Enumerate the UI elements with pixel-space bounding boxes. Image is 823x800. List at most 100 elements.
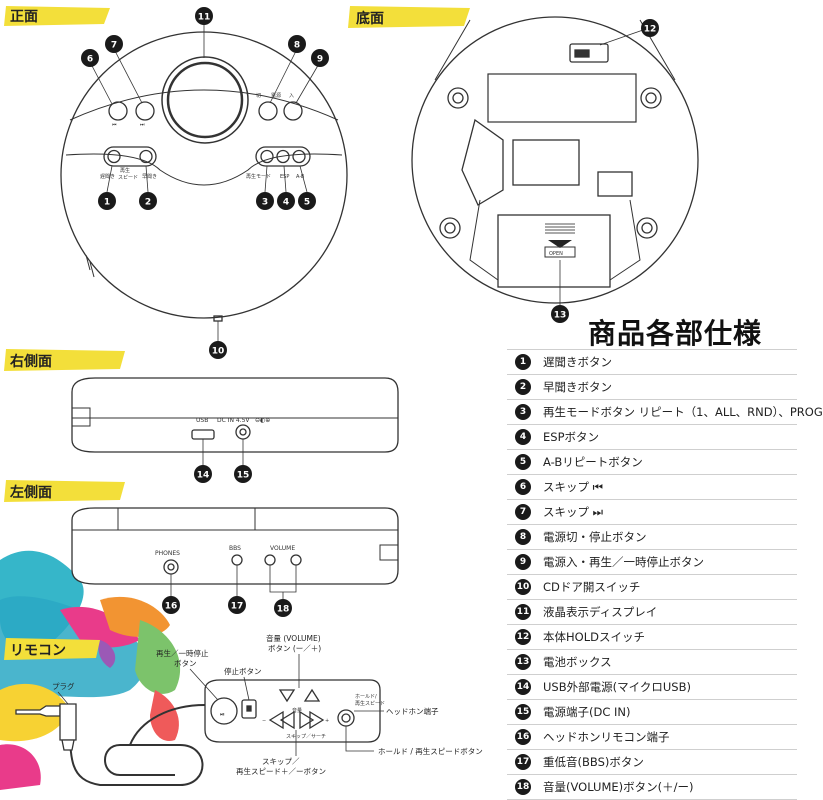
badge-8: 8 <box>288 35 306 53</box>
badge-7: 7 <box>105 35 123 53</box>
spec-number-badge: 10 <box>515 579 531 595</box>
spec-number-badge: 8 <box>515 529 531 545</box>
slow-listen-button[interactable] <box>107 149 121 164</box>
spec-label: 電源切・停止ボタン <box>543 530 647 544</box>
remote-skip-forward-button[interactable] <box>299 710 325 730</box>
spec-number-badge: 11 <box>515 604 531 620</box>
badge-2: 2 <box>139 192 157 210</box>
spec-label: 電源入・再生／一時停止ボタン <box>543 555 704 569</box>
power-on-play-button[interactable] <box>283 101 303 121</box>
svg-text:8: 8 <box>294 41 300 51</box>
spec-number-badge: 12 <box>515 629 531 645</box>
power-off-stop-button[interactable] <box>258 101 278 121</box>
svg-text:2: 2 <box>145 198 151 208</box>
bottom-view <box>411 16 699 304</box>
section-highlights <box>4 6 470 660</box>
open-label: OPEN <box>549 251 563 257</box>
section-label-remote: リモコン <box>10 643 66 659</box>
svg-text:13: 13 <box>554 311 567 321</box>
remote-play-pause-icon: ⏯ <box>220 711 225 718</box>
spec-label: 液晶表示ディスプレイ <box>543 605 658 619</box>
section-label-left-side: 左側面 <box>9 484 52 501</box>
badge-13: 13 <box>551 305 569 323</box>
phones-label: PHONES <box>155 550 180 557</box>
remote-headphone-label: ヘッドホン端子 <box>386 706 439 716</box>
badge-14: 14 <box>194 465 212 483</box>
label-dengen: 電源 <box>271 92 281 99</box>
spec-number-badge: 1 <box>515 354 531 370</box>
spec-number-badge: 3 <box>515 404 531 420</box>
remote-plug-label: プラグ <box>52 681 75 691</box>
play-mode-button[interactable] <box>260 149 274 164</box>
spec-label: 重低音(BBS)ボタン <box>543 755 644 769</box>
badge-4: 4 <box>277 192 295 210</box>
fast-listen-button[interactable] <box>139 149 153 164</box>
svg-text:4: 4 <box>283 198 289 208</box>
skip-next-button[interactable] <box>135 101 155 121</box>
open-arrow-icon <box>548 240 572 248</box>
svg-text:15: 15 <box>237 471 250 481</box>
badge-15: 15 <box>234 465 252 483</box>
spec-number-badge: 4 <box>515 429 531 445</box>
svg-text:5: 5 <box>304 198 310 208</box>
svg-text:10: 10 <box>212 347 225 357</box>
spec-label: 音量(VOLUME)ボタン(＋/ー) <box>543 780 694 794</box>
bottom-leader-lines <box>559 29 644 305</box>
remote-hold-small-label-line2: 再生スピード <box>355 700 385 707</box>
spec-label: 遅聞きボタン <box>543 355 612 369</box>
badge-10: 10 <box>209 341 227 359</box>
esp-button[interactable] <box>276 149 290 164</box>
svg-text:11: 11 <box>198 13 211 23</box>
remote-volume-label-line1: 音量 (VOLUME) <box>266 633 321 643</box>
spec-number-badge: 15 <box>515 704 531 720</box>
skip-prev-button[interactable] <box>108 101 128 121</box>
label-iri: 入 <box>289 93 294 99</box>
remote-plus-sign: + <box>325 718 329 724</box>
svg-text:14: 14 <box>197 471 210 481</box>
label-kiri: 切 <box>256 92 261 99</box>
spec-title: 商品各部仕様 <box>588 317 763 350</box>
dc-polarity-icon: ⊖◐⊕ <box>255 417 270 424</box>
remote-minus-sign: − <box>262 718 266 724</box>
badge-16: 16 <box>162 596 180 614</box>
spec-label: スキップ ⏮ <box>543 480 604 494</box>
spec-number-badge: 9 <box>515 554 531 570</box>
spec-label: 電源端子(DC IN) <box>543 705 631 719</box>
badge-18: 18 <box>274 599 292 617</box>
spec-number-badge: 16 <box>515 729 531 745</box>
spec-item: 16 ヘッドホンリモコン端子 <box>507 725 797 750</box>
remote-skip-search-label: スキップ／サーチ <box>286 734 326 740</box>
paint-splash-decoration <box>0 550 181 790</box>
battery-box-grille <box>545 223 575 234</box>
svg-text:9: 9 <box>317 55 323 65</box>
right-leader-lines <box>202 439 244 466</box>
svg-text:17: 17 <box>231 602 244 612</box>
remote-play-pause-button[interactable] <box>210 697 238 725</box>
usb-label: USB <box>196 417 208 424</box>
badge-5: 5 <box>298 192 316 210</box>
remote-play-pause-label-line2: ボタン <box>174 659 197 668</box>
badge-9: 9 <box>311 49 329 67</box>
remote-skip-label-line1: スキップ／ <box>262 757 300 766</box>
remote-stop-label: 停止ボタン <box>224 666 262 676</box>
spec-item: 8 電源切・停止ボタン <box>507 525 797 550</box>
label-fast: 早聞き <box>142 173 157 180</box>
ab-repeat-button[interactable] <box>292 149 306 164</box>
remote-skip-back-button[interactable] <box>268 710 295 730</box>
spec-label: A-Bリピートボタン <box>543 455 643 469</box>
badge-11: 11 <box>195 7 213 25</box>
spec-item: 1 遅聞きボタン <box>507 349 797 375</box>
spec-label: ヘッドホンリモコン端子 <box>543 730 670 744</box>
badge-17: 17 <box>228 596 246 614</box>
remote-volume-down-button[interactable] <box>278 689 296 703</box>
remote-play-pause-label-line1: 再生／一時停止 <box>156 648 209 658</box>
remote-volume-up-button[interactable] <box>303 688 321 702</box>
remote-view <box>15 679 381 786</box>
badge-3: 3 <box>256 192 274 210</box>
